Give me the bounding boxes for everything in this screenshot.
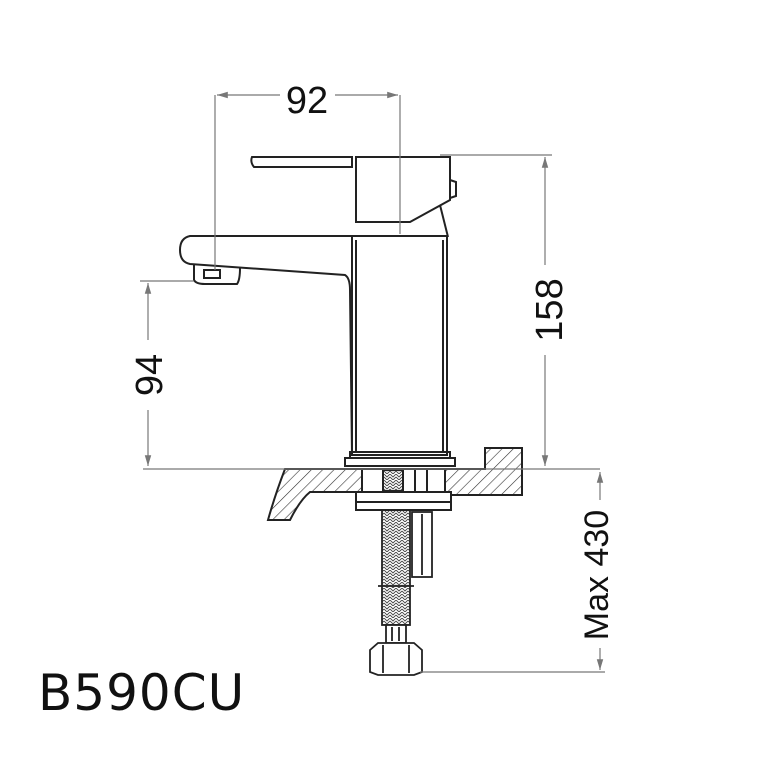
deck-section xyxy=(266,447,523,521)
dim-158-label: 158 xyxy=(529,278,571,341)
dim-92-label: 92 xyxy=(286,80,328,122)
dim-94-label: 94 xyxy=(129,354,171,396)
tap-body xyxy=(178,156,457,467)
dim-max430-label: Max 430 xyxy=(578,510,616,640)
model-number: B590CU xyxy=(38,664,246,722)
dimension-lines xyxy=(140,91,605,673)
supply-hose xyxy=(369,509,433,676)
